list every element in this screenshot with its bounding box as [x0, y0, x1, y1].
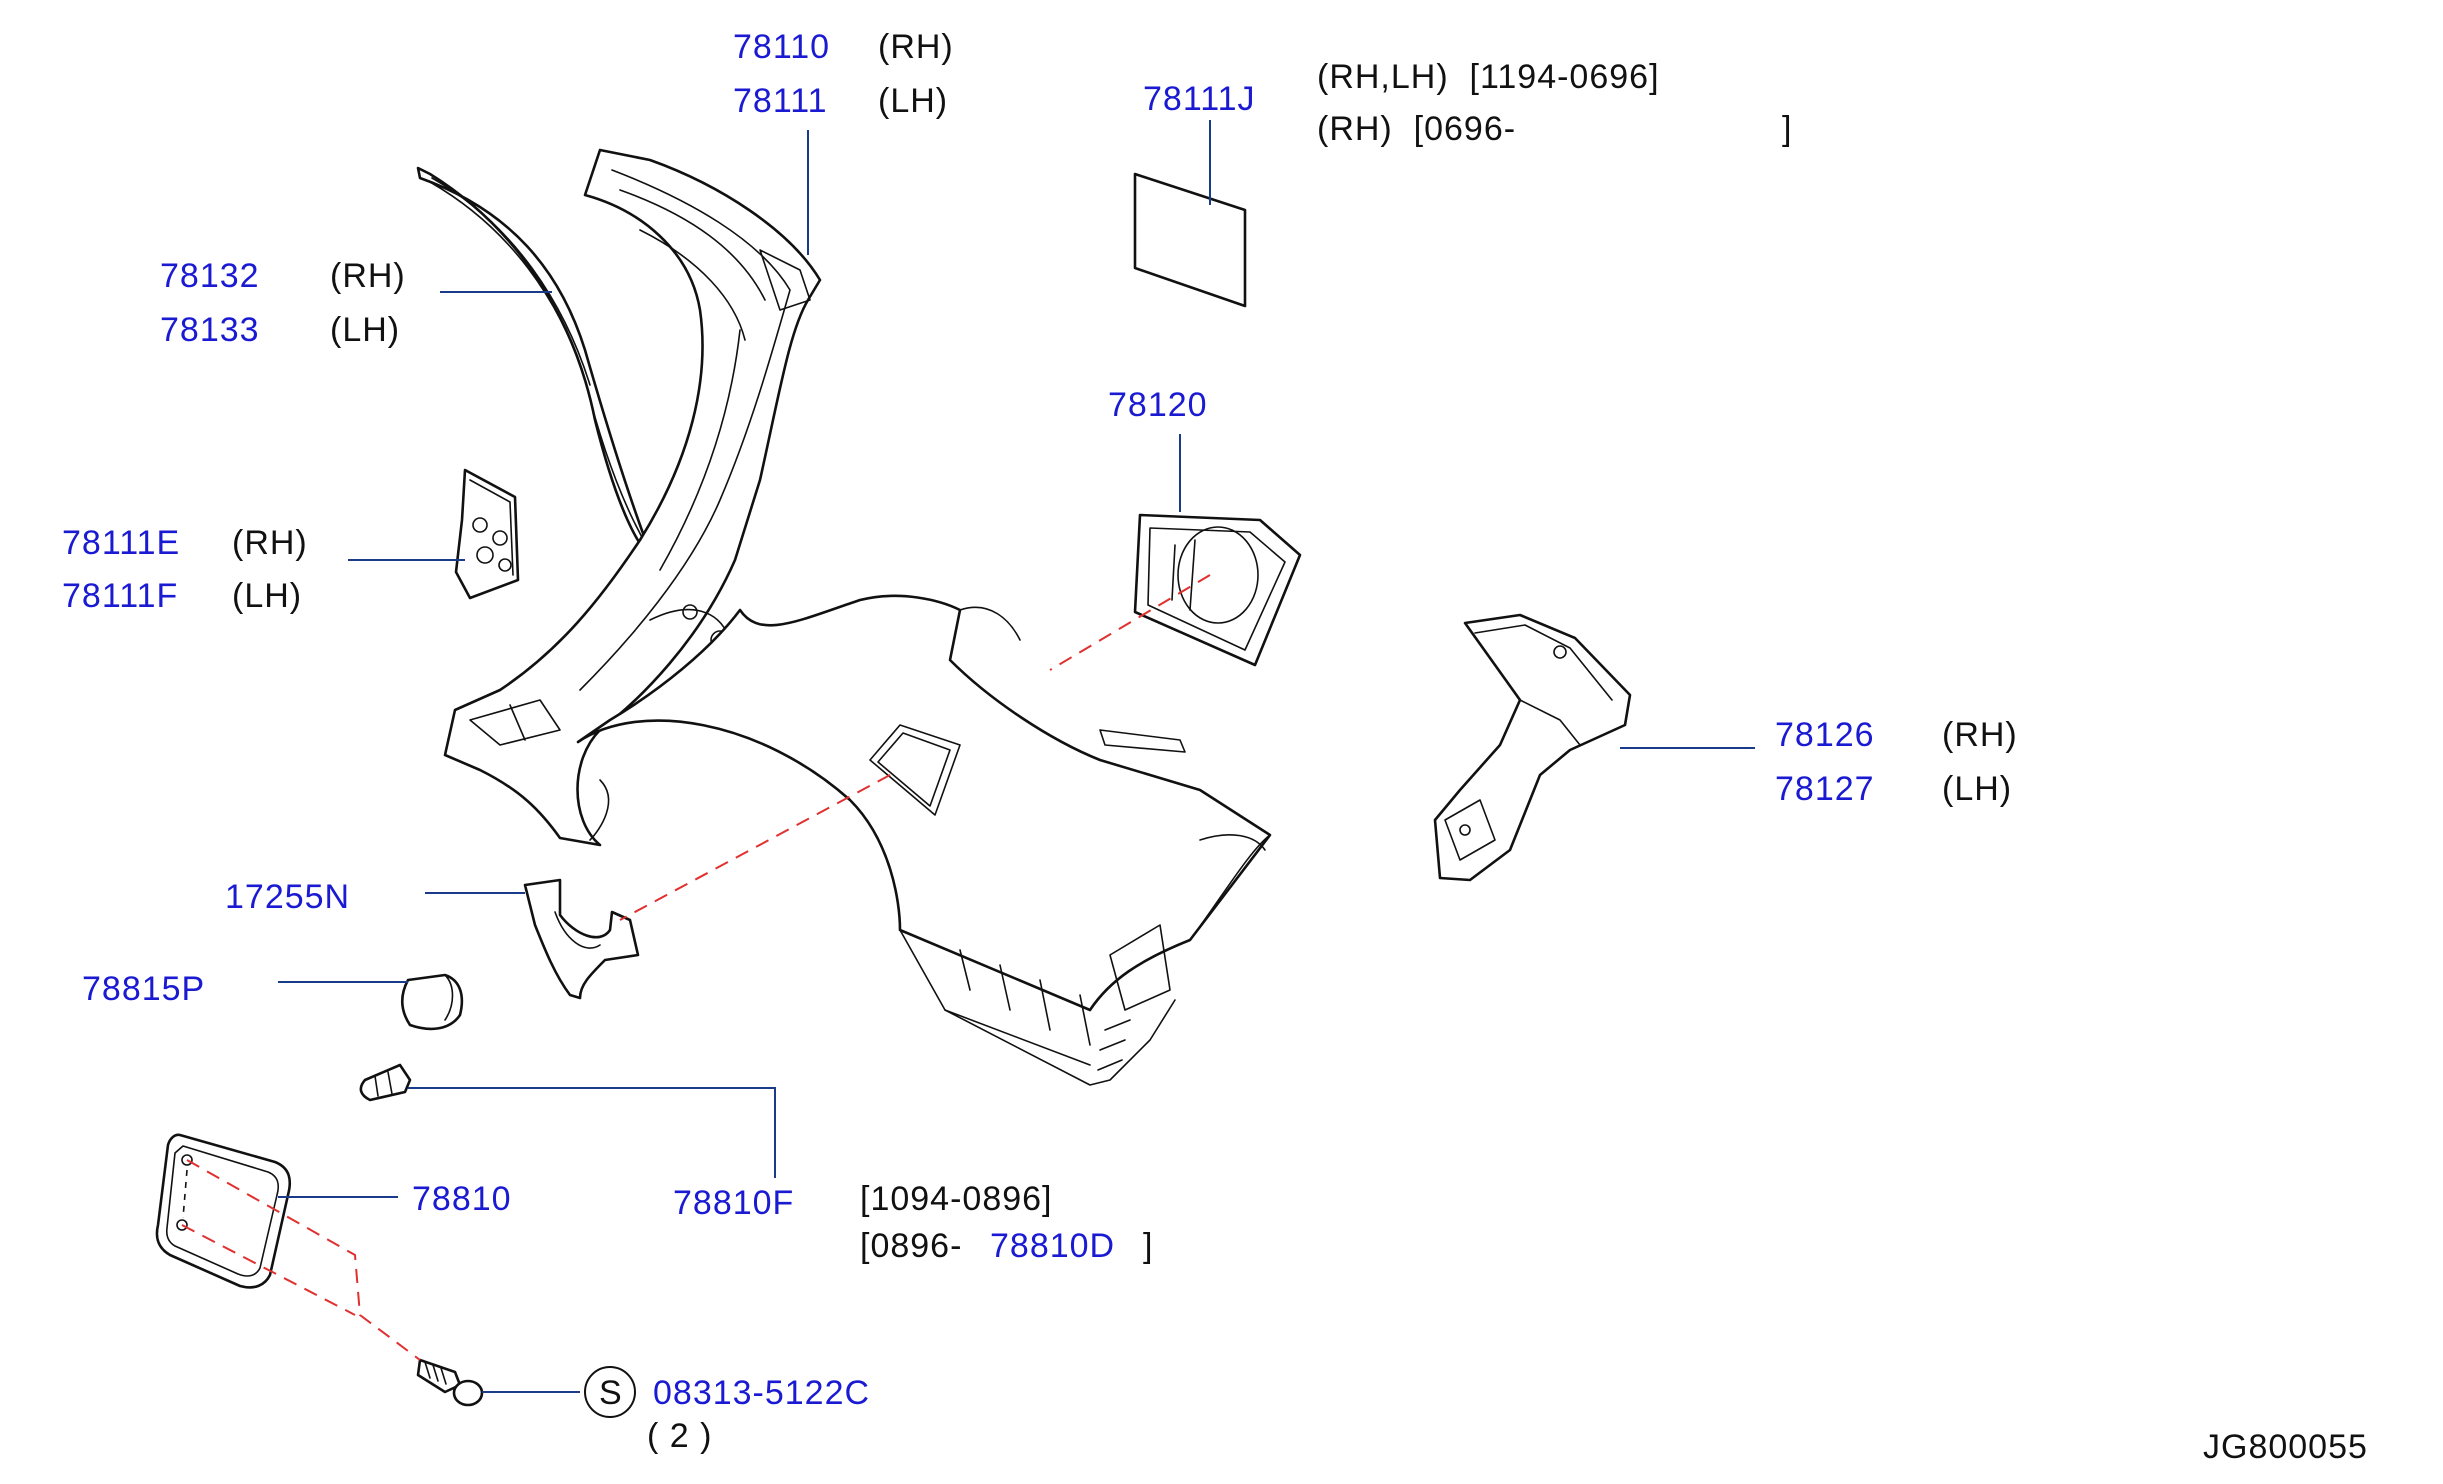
callout-78110: 78110 (RH): [733, 28, 954, 66]
callout-78111F: 78111F (LH): [62, 577, 302, 615]
filler-housing-drawing: [1133, 513, 1302, 667]
callout-78127: 78127 (LH): [1775, 770, 2012, 808]
side-label: (RH): [1942, 716, 2018, 754]
clip-drawing: [359, 1063, 412, 1102]
callout-17255N: 17255N: [225, 878, 350, 916]
part-number: 78111: [733, 82, 828, 120]
part-number: 08313-5122C: [653, 1374, 870, 1412]
supersession-part-number: 78810D: [990, 1227, 1115, 1265]
patch-pad-drawing: [1133, 172, 1247, 308]
callout-78111J: 78111J (RH,LH) [1194-0696] (RH) [0696- ]: [1143, 58, 1792, 148]
part-number: 78810F: [673, 1184, 794, 1222]
callout-78111E: 78111E (RH): [62, 524, 308, 562]
callout-78120: 78120: [1108, 386, 1208, 424]
screw-drawing: [416, 1358, 484, 1407]
part-number: 78126: [1775, 716, 1875, 754]
side-label: (RH): [330, 257, 406, 295]
side-label: (RH): [878, 28, 954, 66]
callout-08313-5122C: S 08313-5122C ( 2 ): [584, 1366, 870, 1455]
standard-part-symbol: [584, 1366, 636, 1418]
standard-part-letter: S: [599, 1374, 623, 1412]
quarter-panel-drawing: [576, 594, 1272, 1086]
quantity-label: ( 2 ): [647, 1417, 712, 1455]
applicability-note: (RH) [0696-: [1317, 110, 1516, 148]
bracket-small-drawing: [454, 468, 520, 600]
applicability-note: [0896-: [860, 1227, 962, 1265]
part-number: 78810: [412, 1180, 512, 1218]
side-label: (RH): [232, 524, 308, 562]
applicability-note: (RH,LH) [1194-0696]: [1317, 58, 1660, 96]
fuel-lid-drawing: [155, 1133, 292, 1289]
part-number: 78132: [160, 257, 260, 295]
part-number: 78120: [1108, 386, 1208, 424]
callout-78132: 78132 (RH): [160, 257, 406, 295]
part-number: 78127: [1775, 770, 1875, 808]
part-number: 78111F: [62, 577, 178, 615]
callout-78810: 78810: [412, 1180, 512, 1218]
leader-lines: [278, 120, 1755, 1393]
side-label: (LH): [232, 577, 302, 615]
part-number: 78110: [733, 28, 830, 66]
callout-78133: 78133 (LH): [160, 311, 400, 349]
applicability-note: [1094-0896]: [860, 1180, 1053, 1218]
bracket-close: ]: [1782, 110, 1792, 148]
callout-78126: 78126 (RH): [1775, 716, 2018, 754]
part-number: 78111J: [1143, 80, 1256, 118]
side-label: (LH): [330, 311, 400, 349]
filler-tube-bracket-drawing: [523, 878, 640, 1000]
callout-78111: 78111 (LH): [733, 82, 948, 120]
callout-78815P: 78815P: [82, 970, 205, 1008]
bracket-close: ]: [1143, 1227, 1153, 1265]
callout-78810F: 78810F [1094-0896] [0896- 78810D ]: [673, 1180, 1153, 1265]
inner-bracket-drawing: [1433, 613, 1632, 882]
part-number: 78111E: [62, 524, 180, 562]
side-label: (LH): [878, 82, 948, 120]
part-number: 17255N: [225, 878, 350, 916]
part-number: 78815P: [82, 970, 205, 1008]
assembly-lines: [181, 574, 1211, 1361]
diagram-id: JG800055: [2203, 1428, 2368, 1466]
weatherstrip-rail-drawing: [416, 166, 662, 562]
part-number: 78133: [160, 311, 260, 349]
rear-pillar-inner-drawing: [443, 148, 822, 847]
side-label: (LH): [1942, 770, 2012, 808]
rubber-bumper-drawing: [400, 973, 464, 1031]
